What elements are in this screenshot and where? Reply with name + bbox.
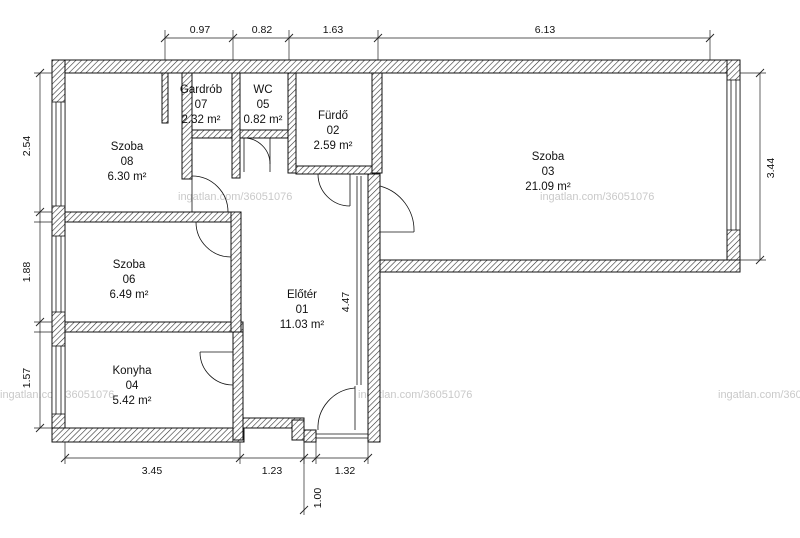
room-area: 5.42 m²	[113, 395, 152, 407]
dim-inner: 4.47	[340, 292, 352, 313]
windows	[51, 79, 741, 415]
dim-top-1: 0.82	[252, 24, 273, 36]
room-name: Konyha	[112, 365, 152, 377]
room-wc-05: WC 05 0.82 m²	[244, 84, 283, 126]
room-area: 11.03 m²	[280, 319, 325, 331]
room-name: Szoba	[532, 151, 565, 163]
room-area: 0.82 m²	[244, 114, 283, 126]
hall-partition	[356, 176, 362, 385]
dimension-labels: 0.97 0.82 1.63 6.13 2.54 1.88 1.57 3.45 …	[21, 24, 777, 508]
room-name: WC	[253, 84, 272, 96]
room-name: Szoba	[111, 141, 144, 153]
door-wc-05[interactable]	[243, 137, 271, 172]
room-number: 05	[257, 99, 270, 111]
room-number: 08	[121, 156, 134, 168]
room-name: Előtér	[287, 289, 317, 301]
room-szoba-03: Szoba 03 21.09 m²	[525, 151, 571, 193]
doors	[191, 137, 415, 439]
dim-left-0: 2.54	[21, 136, 33, 157]
door-szoba-08[interactable]	[191, 175, 229, 213]
room-gardrob-07: Gardrób 07 2.32 m²	[180, 84, 222, 126]
room-number: 01	[296, 304, 309, 316]
room-szoba-08: Szoba 08 6.30 m²	[108, 141, 147, 183]
dim-top-3: 6.13	[535, 24, 556, 36]
dim-left-2: 1.57	[21, 368, 33, 389]
door-szoba-06[interactable]	[195, 221, 232, 258]
watermark-text: ingatlan.com/36051076	[718, 389, 800, 401]
door-konyha-04[interactable]	[199, 351, 234, 386]
outer-walls	[51, 59, 741, 443]
dim-left-1: 1.88	[21, 262, 33, 283]
room-number: 04	[126, 380, 139, 392]
room-number: 07	[195, 99, 208, 111]
room-area: 6.30 m²	[108, 171, 147, 183]
dimension-lines	[34, 30, 766, 515]
room-eloter-01: Előtér 01 11.03 m²	[280, 289, 325, 331]
dim-top-2: 1.63	[323, 24, 344, 36]
dim-top-0: 0.97	[190, 24, 211, 36]
room-number: 06	[123, 274, 136, 286]
room-number: 02	[327, 125, 340, 137]
dim-bottom-1: 1.23	[262, 465, 283, 477]
room-szoba-06: Szoba 06 6.49 m²	[110, 259, 149, 301]
watermarks: ingatlan.com/36051076 ingatlan.com/36051…	[0, 191, 800, 401]
room-number: 03	[542, 166, 555, 178]
room-furdo-02: Fürdő 02 2.59 m²	[314, 110, 353, 152]
door-furdo-02[interactable]	[317, 173, 351, 207]
dim-bottom-2: 1.32	[335, 465, 356, 477]
room-labels: Szoba 08 6.30 m² Gardrób 07 2.32 m² WC 0…	[108, 84, 571, 407]
dim-bottom-0: 3.45	[142, 465, 163, 477]
door-entrance[interactable]	[316, 386, 368, 439]
room-name: Fürdő	[318, 110, 348, 122]
room-area: 6.49 m²	[110, 289, 149, 301]
room-name: Gardrób	[180, 84, 222, 96]
dim-entrance: 1.00	[312, 488, 324, 509]
room-area: 2.59 m²	[314, 140, 353, 152]
room-area: 21.09 m²	[525, 181, 571, 193]
room-name: Szoba	[113, 259, 146, 271]
door-szoba-03[interactable]	[379, 185, 415, 233]
room-area: 2.32 m²	[182, 114, 221, 126]
watermark-text: ingatlan.com/36051076	[178, 191, 292, 203]
room-konyha-04: Konyha 04 5.42 m²	[112, 365, 152, 407]
dim-right: 3.44	[765, 158, 777, 179]
watermark-text: ingatlan.com/36051076	[540, 191, 654, 203]
watermark-text: ingatlan.com/36051076	[358, 389, 472, 401]
interior-walls	[64, 72, 383, 441]
